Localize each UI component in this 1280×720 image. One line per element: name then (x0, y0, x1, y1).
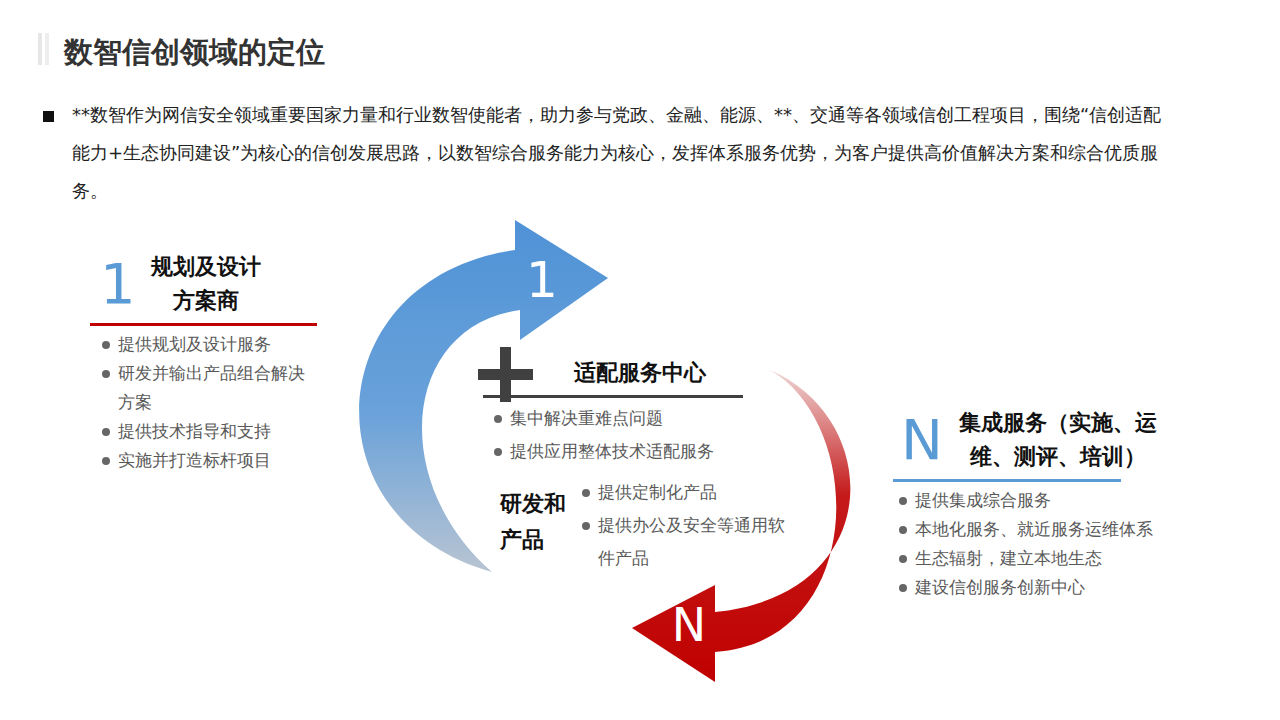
panel-heading: 集成服务（实施、运维、测评、培训） (955, 406, 1161, 474)
title-mark (45, 33, 49, 65)
bullet-item: 集中解决重难点问题 (494, 402, 744, 435)
panel-heading: 适配服务中心 (540, 356, 740, 390)
heading-rule (483, 395, 743, 398)
bullet-list: 提供定制化产品提供办公及安全等通用软件产品 (582, 476, 794, 575)
plus-symbol (500, 347, 511, 402)
intro-text: **数智作为网信安全领域重要国家力量和行业数智使能者，助力参与党政、金融、能源、… (72, 96, 1172, 210)
bullet-dot (494, 415, 502, 423)
bullet-item: 提供办公及安全等通用软件产品 (582, 509, 794, 575)
bullet-dot (582, 489, 590, 497)
bullet-item: 提供集成综合服务 (899, 486, 1189, 515)
bullet-item: 生态辐射，建立本地生态 (899, 544, 1189, 573)
service-panel: 研发和产品提供定制化产品提供办公及安全等通用软件产品 (500, 476, 800, 575)
bullet-dot (102, 428, 110, 436)
bullet-item: 提供定制化产品 (582, 476, 794, 509)
arrow-number: N (666, 595, 712, 655)
bullet-square (43, 111, 54, 122)
bullet-item: 提供规划及设计服务 (102, 330, 316, 359)
service-panel: 1规划及设计方案商提供规划及设计服务研发并输出产品组合解决方案提供技术指导和支持… (90, 250, 322, 475)
bullet-dot (494, 448, 502, 456)
bullet-dot (899, 555, 907, 563)
bullet-list: 提供规划及设计服务研发并输出产品组合解决方案提供技术指导和支持实施并打造标杆项目 (102, 330, 316, 475)
bullet-item: 研发并输出产品组合解决方案 (102, 359, 316, 417)
bullet-text: 本地化服务、就近服务运维体系 (915, 519, 1153, 539)
bullet-text: 提供规划及设计服务 (118, 334, 271, 354)
bullet-item: 提供应用整体技术适配服务 (494, 435, 744, 468)
bullet-text: 生态辐射，建立本地生态 (915, 548, 1102, 568)
heading-rule (893, 479, 1121, 482)
bullet-text: 集中解决重难点问题 (510, 408, 663, 428)
bullet-text: 建设信创服务创新中心 (915, 577, 1085, 597)
bullet-text: 提供办公及安全等通用软件产品 (598, 515, 785, 568)
bullet-text: 实施并打造标杆项目 (118, 450, 271, 470)
service-panel: N集成服务（实施、运维、测评、培训） 提供集成综合服务本地化服务、就近服务运维体系… (893, 406, 1193, 602)
panel-header: 适配服务中心 (478, 346, 748, 390)
title-mark (38, 33, 42, 65)
panel-heading: 研发和产品 (500, 476, 568, 558)
bullet-dot (102, 370, 110, 378)
panel-number: N (901, 408, 943, 472)
arrow-number: 1 (524, 250, 560, 310)
bullet-text: 提供集成综合服务 (915, 490, 1051, 510)
panel-header: 1规划及设计方案商 (90, 250, 322, 318)
bullet-list: 提供集成综合服务本地化服务、就近服务运维体系生态辐射，建立本地生态建设信创服务创… (899, 486, 1189, 602)
bullet-item: 实施并打造标杆项目 (102, 446, 316, 475)
bullet-dot (102, 341, 110, 349)
bullet-text: 提供技术指导和支持 (118, 421, 271, 441)
bullet-text: 提供定制化产品 (598, 482, 717, 502)
bullet-dot (899, 497, 907, 505)
panel-heading: 规划及设计方案商 (148, 250, 264, 318)
panel-header: N集成服务（实施、运维、测评、培训） (893, 406, 1193, 474)
service-panel: 适配服务中心集中解决重难点问题提供应用整体技术适配服务 (478, 346, 748, 468)
bullet-dot (899, 584, 907, 592)
bullet-dot (582, 522, 590, 530)
slide-title: 数智信创领域的定位 (64, 33, 325, 73)
panel-number: 1 (100, 252, 136, 316)
bullet-dot (102, 457, 110, 465)
bullet-list: 集中解决重难点问题提供应用整体技术适配服务 (494, 402, 744, 468)
bullet-item: 提供技术指导和支持 (102, 417, 316, 446)
bullet-item: 本地化服务、就近服务运维体系 (899, 515, 1189, 544)
bullet-text: 提供应用整体技术适配服务 (510, 441, 714, 461)
bullet-text: 研发并输出产品组合解决方案 (118, 363, 305, 412)
bullet-item: 建设信创服务创新中心 (899, 573, 1189, 602)
heading-rule (90, 323, 317, 326)
bullet-dot (899, 526, 907, 534)
